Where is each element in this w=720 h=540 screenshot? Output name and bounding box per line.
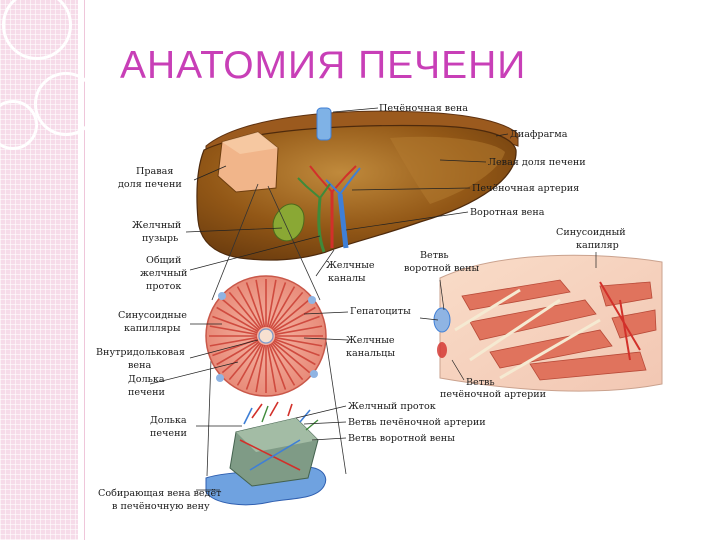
hepatocyte-cord bbox=[209, 325, 258, 336]
label-gallbladder: пузырь bbox=[142, 233, 178, 244]
label-lobule-lower: Долька bbox=[150, 415, 187, 426]
tissue-detail bbox=[433, 254, 663, 392]
hepatocyte-cord bbox=[221, 298, 260, 331]
lobule-cross-section bbox=[205, 275, 327, 397]
hepatocyte-cord bbox=[245, 282, 264, 328]
hepatocyte-cord bbox=[266, 344, 277, 393]
label-portal-vein-branch: Ветвь воротной вены bbox=[348, 433, 455, 444]
label-hepatic-artery-branch-right: печёночной артерии bbox=[440, 389, 546, 400]
hepatocyte-cord bbox=[268, 282, 287, 328]
hepatocyte-cord bbox=[216, 339, 259, 366]
label-sinusoid-capillaries: капилляры bbox=[124, 323, 181, 334]
hepatocyte-cord bbox=[245, 344, 264, 390]
label-lobule-middle: Долька bbox=[128, 374, 165, 385]
label-sinusoid-capillary: капиляр bbox=[576, 240, 619, 251]
label-sinusoid-capillaries: Синусоидные bbox=[118, 310, 187, 321]
hepatic-vein-top bbox=[316, 107, 332, 141]
hepatocyte-cord bbox=[271, 291, 304, 330]
label-bile-canals: каналы bbox=[328, 273, 366, 284]
hepatocyte-cord bbox=[228, 291, 261, 330]
hepatocyte-cord bbox=[209, 336, 258, 347]
diagram-labels: Печёночная вена Диафрагма Правая доля пе… bbox=[96, 103, 626, 512]
hepatocyte-cord bbox=[268, 344, 287, 390]
hepatocyte-cord bbox=[274, 315, 320, 334]
common-bile-duct bbox=[317, 197, 326, 253]
stripe-line-decoration bbox=[84, 0, 85, 540]
label-portal-vein-branch-top: воротной вены bbox=[404, 263, 479, 274]
decorative-circle bbox=[0, 100, 38, 150]
label-right-lobe: доля печени bbox=[118, 179, 182, 190]
decorative-circle bbox=[34, 72, 98, 136]
label-portal-vein: Воротная вена bbox=[470, 207, 545, 218]
hepatocyte-cord bbox=[272, 298, 311, 331]
stripe-edge-decoration bbox=[78, 0, 82, 540]
label-collecting-vein: в печёночную вену bbox=[112, 501, 210, 512]
label-common-bile-duct: Общий bbox=[146, 255, 181, 266]
hepatocyte-cord bbox=[273, 339, 316, 366]
hepatocyte-cord bbox=[269, 286, 296, 329]
label-common-bile-duct: желчный bbox=[140, 268, 187, 279]
label-intralobular-vein: Внутридольковая bbox=[96, 347, 185, 358]
hepatocyte-cord bbox=[269, 343, 296, 386]
label-bile-canaliculi: канальцы bbox=[346, 348, 395, 359]
label-hepatic-vein: Печёночная вена bbox=[379, 103, 468, 114]
hepatocyte-cord bbox=[274, 336, 323, 347]
label-bile-canals: Желчные bbox=[326, 260, 375, 271]
hepatocyte-cord bbox=[236, 343, 263, 386]
label-right-lobe: Правая bbox=[136, 166, 173, 177]
liver-illustration bbox=[196, 107, 519, 261]
hepatocyte-cord bbox=[272, 341, 311, 374]
label-hepatic-artery-branch-right: Ветвь bbox=[466, 377, 495, 388]
left-lobe-highlight bbox=[390, 136, 505, 204]
hilum-vessels bbox=[297, 165, 361, 199]
label-sinusoid-capillary: Синусоидный bbox=[556, 227, 626, 238]
hepatocyte-cord bbox=[255, 279, 266, 328]
label-hepatic-artery: Печёночная артерия bbox=[472, 183, 579, 194]
lobule-3d bbox=[205, 401, 327, 506]
label-common-bile-duct: проток bbox=[146, 281, 181, 292]
hepatocyte-cord bbox=[274, 338, 320, 357]
decorative-circle bbox=[2, 0, 72, 60]
hepatocyte-cord bbox=[216, 306, 259, 333]
label-collecting-vein: Собирающая вена ведёт bbox=[98, 488, 221, 499]
label-lobule-middle: печени bbox=[128, 387, 165, 398]
leader-lines bbox=[149, 107, 597, 491]
hepatocyte-cord bbox=[273, 306, 316, 333]
hepatocyte-cord bbox=[271, 342, 304, 381]
label-left-lobe: Левая доля печени bbox=[488, 157, 586, 168]
label-gallbladder: Желчный bbox=[132, 220, 181, 231]
label-hepatocytes: Гепатоциты bbox=[350, 306, 411, 317]
label-diaphragm: Диафрагма bbox=[510, 129, 568, 140]
label-lobule-lower: печени bbox=[150, 428, 187, 439]
hepatocyte-cord bbox=[274, 325, 323, 336]
label-portal-vein-branch-top: Ветвь bbox=[420, 250, 449, 261]
hepatocyte-cord bbox=[228, 342, 261, 381]
portal-vein bbox=[337, 193, 349, 249]
hepatocyte-cord bbox=[266, 279, 277, 328]
hepatocyte-cord bbox=[212, 315, 258, 334]
hepatocyte-cord bbox=[221, 341, 260, 374]
hepatocyte-cord bbox=[236, 286, 263, 329]
slide-title: АНАТОМИЯ ПЕЧЕНИ bbox=[120, 44, 527, 87]
label-hepatic-artery-branch: Ветвь печёночной артерии bbox=[348, 417, 486, 428]
label-bile-canaliculi: Желчные bbox=[346, 335, 395, 346]
hepatocyte-cord bbox=[255, 344, 266, 393]
label-intralobular-vein: вена bbox=[128, 360, 151, 371]
label-bile-duct: Желчный проток bbox=[348, 401, 436, 412]
